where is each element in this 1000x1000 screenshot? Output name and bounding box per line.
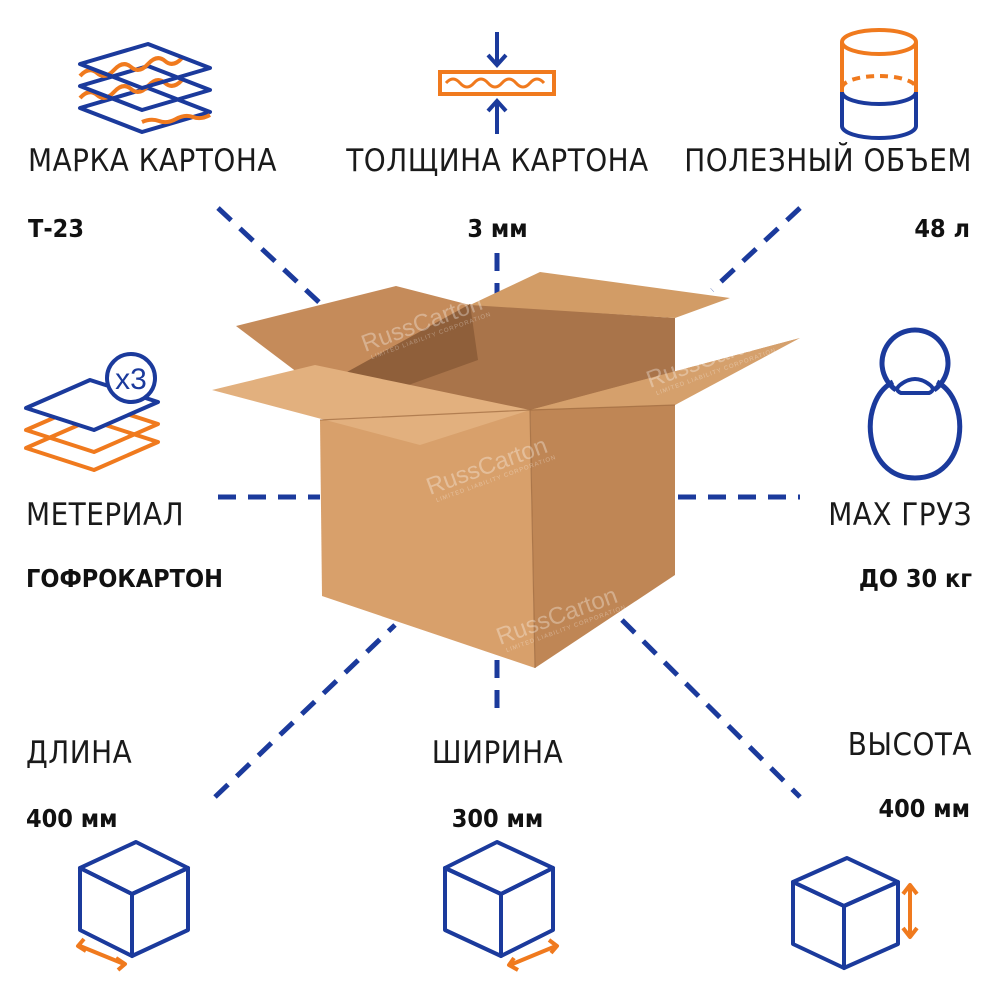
length-label: ДЛИНА — [26, 735, 133, 771]
cylinder-volume-icon — [840, 28, 918, 140]
length-value: 400 мм — [26, 804, 118, 833]
sheet-stack-icon: x3 — [24, 352, 160, 472]
grade-label: МАРКА КАРТОНА — [28, 143, 277, 179]
height-value: 400 мм — [878, 794, 970, 823]
width-value: 300 мм — [451, 804, 544, 833]
box-front-face — [320, 410, 535, 668]
material-label: МЕТЕРИАЛ — [26, 497, 185, 533]
box-flap-front-left — [212, 365, 530, 445]
box-right-face — [530, 405, 675, 668]
connector-grade — [216, 206, 324, 307]
volume-value: 48 л — [914, 214, 970, 243]
cardboard-box-image: RussCarton LIMITED LIABILITY CORPORATION… — [212, 272, 800, 669]
cube-height-icon — [791, 856, 919, 970]
cardboard-layers-icon — [78, 42, 212, 134]
box-flap-back-right — [470, 272, 730, 318]
cube-length-icon — [76, 840, 190, 972]
width-label: ШИРИНА — [431, 735, 564, 771]
grade-value: Т-23 — [28, 214, 84, 243]
material-value: ГОФРОКАРТОН — [26, 564, 223, 593]
volume-label: ПОЛЕЗНЫЙ ОБЪЕМ — [684, 143, 972, 179]
cube-width-icon — [443, 840, 559, 972]
max-load-label: МАХ ГРУЗ — [828, 497, 972, 533]
connector-height — [620, 618, 802, 799]
max-load-value: ДО 30 кг — [858, 564, 972, 593]
thickness-value: 3 мм — [467, 214, 528, 243]
thickness-gauge-icon — [438, 32, 556, 134]
height-label: ВЫСОТА — [847, 727, 972, 763]
thickness-label: ТОЛЩИНА КАРТОНА — [346, 143, 649, 179]
kettlebell-icon — [867, 327, 963, 481]
connector-volume — [710, 206, 802, 292]
box-flap-back-left — [236, 286, 470, 388]
connector-length — [213, 623, 397, 799]
layers-count-badge: x3 — [115, 363, 147, 396]
